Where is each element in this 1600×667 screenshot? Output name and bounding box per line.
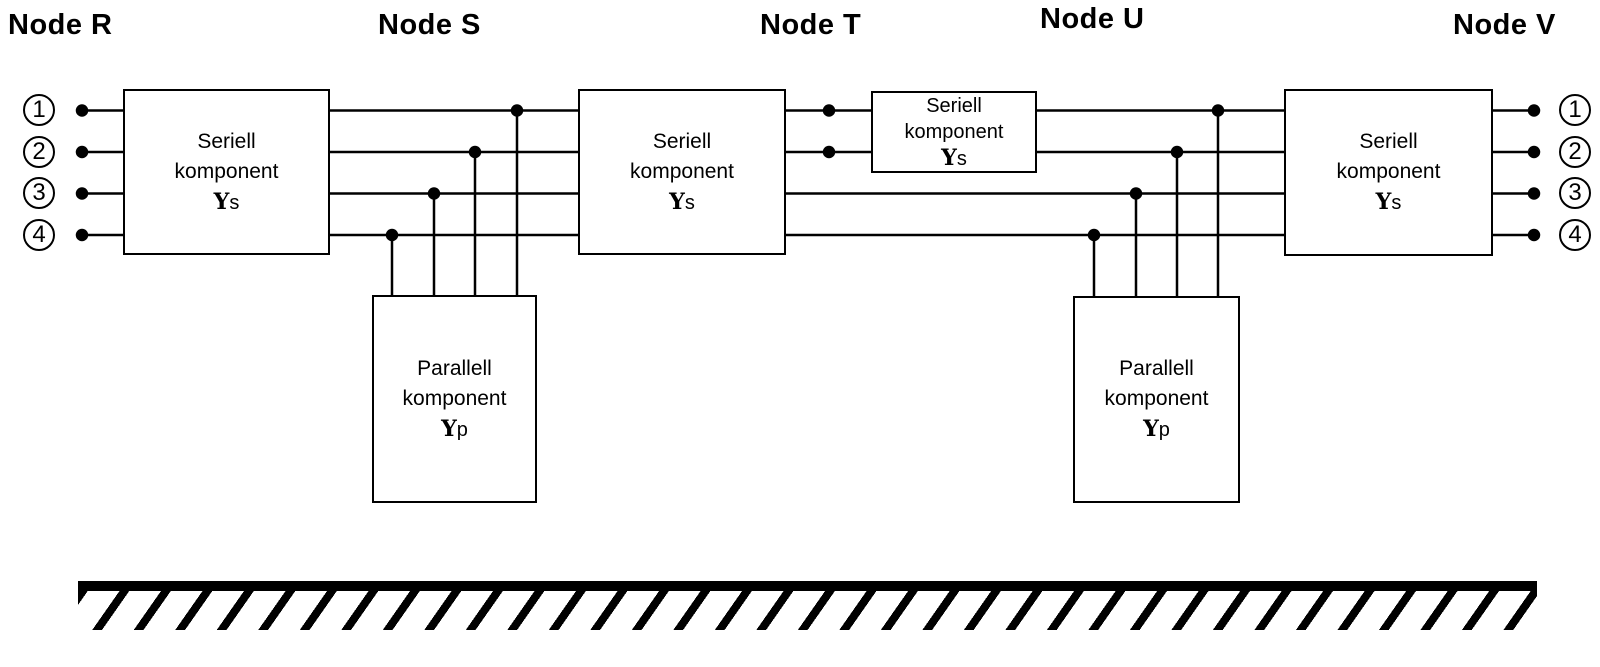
terminal-dot: [75, 187, 89, 200]
junction-dot: [1129, 187, 1143, 200]
component-label: Parallell: [417, 356, 492, 380]
port-right-3: 3: [1559, 177, 1591, 209]
node-label-t: Node T: [760, 9, 862, 41]
junction-dot: [510, 104, 524, 117]
component-label: komponent: [402, 386, 507, 410]
node-label-r: Node R: [8, 9, 113, 41]
port-left-4: 4: [23, 219, 55, 251]
component-label: komponent: [1104, 387, 1209, 410]
junction-dot: [1211, 104, 1225, 117]
admittance-symbol: Ys: [669, 188, 695, 215]
junction-dot: [1170, 145, 1184, 159]
port-number: 4: [32, 221, 46, 248]
junction-dot: [385, 228, 399, 242]
junction-dot: [468, 145, 482, 159]
admittance-symbol: Ys: [1375, 189, 1402, 215]
series-component-box-st: Seriell komponent Ys: [578, 89, 786, 255]
port-left-3: 3: [23, 177, 55, 209]
component-label: komponent: [174, 159, 279, 183]
series-component-box-tu: Seriell komponent Ys: [871, 91, 1037, 173]
junction-dot: [427, 187, 441, 200]
port-right-4: 4: [1559, 219, 1591, 251]
component-label: Seriell: [1359, 130, 1418, 153]
node-label-u: Node U: [1040, 3, 1145, 35]
port-number: 3: [32, 179, 46, 206]
port-number: 2: [32, 138, 46, 165]
series-component-box-uv: Seriell komponent Ys: [1284, 89, 1493, 256]
terminal-dot: [1527, 145, 1541, 159]
junction-dot: [822, 145, 836, 159]
component-label: Seriell: [652, 129, 712, 153]
series-component-box-rs: Seriell komponent Ys: [123, 89, 330, 255]
ground-hatch: [78, 591, 1537, 630]
port-number: 1: [1568, 96, 1582, 123]
admittance-symbol: Ys: [213, 188, 240, 215]
ground-bar: [78, 581, 1537, 591]
component-label: Seriell: [197, 129, 256, 153]
node-label-s: Node S: [378, 9, 481, 41]
port-left-2: 2: [23, 136, 55, 168]
port-number: 2: [1568, 138, 1582, 165]
admittance-symbol: Yp: [441, 415, 468, 442]
junction-dot: [822, 104, 836, 117]
port-number: 1: [32, 96, 46, 123]
component-label: Parallell: [1119, 357, 1194, 380]
terminal-dot: [75, 145, 89, 159]
component-label: Seriell: [926, 94, 982, 117]
port-right-2: 2: [1559, 136, 1591, 168]
terminal-dot: [1527, 104, 1541, 117]
port-number: 3: [1568, 179, 1582, 206]
component-label: komponent: [904, 120, 1004, 143]
port-number: 4: [1568, 221, 1582, 248]
terminal-dot: [1527, 187, 1541, 200]
parallel-component-box-u: Parallell komponent Yp: [1073, 296, 1240, 503]
parallel-component-box-s: Parallell komponent Yp: [372, 295, 537, 503]
junction-dot: [1087, 228, 1101, 242]
port-right-1: 1: [1559, 94, 1591, 126]
component-label: komponent: [630, 159, 734, 183]
terminal-dot: [75, 104, 89, 117]
node-label-v: Node V: [1453, 9, 1556, 41]
admittance-symbol: Yp: [1143, 416, 1170, 442]
admittance-symbol: Ys: [941, 144, 967, 171]
port-left-1: 1: [23, 94, 55, 126]
terminal-dot: [75, 228, 89, 242]
terminal-dot: [1527, 228, 1541, 242]
component-label: komponent: [1336, 160, 1441, 183]
